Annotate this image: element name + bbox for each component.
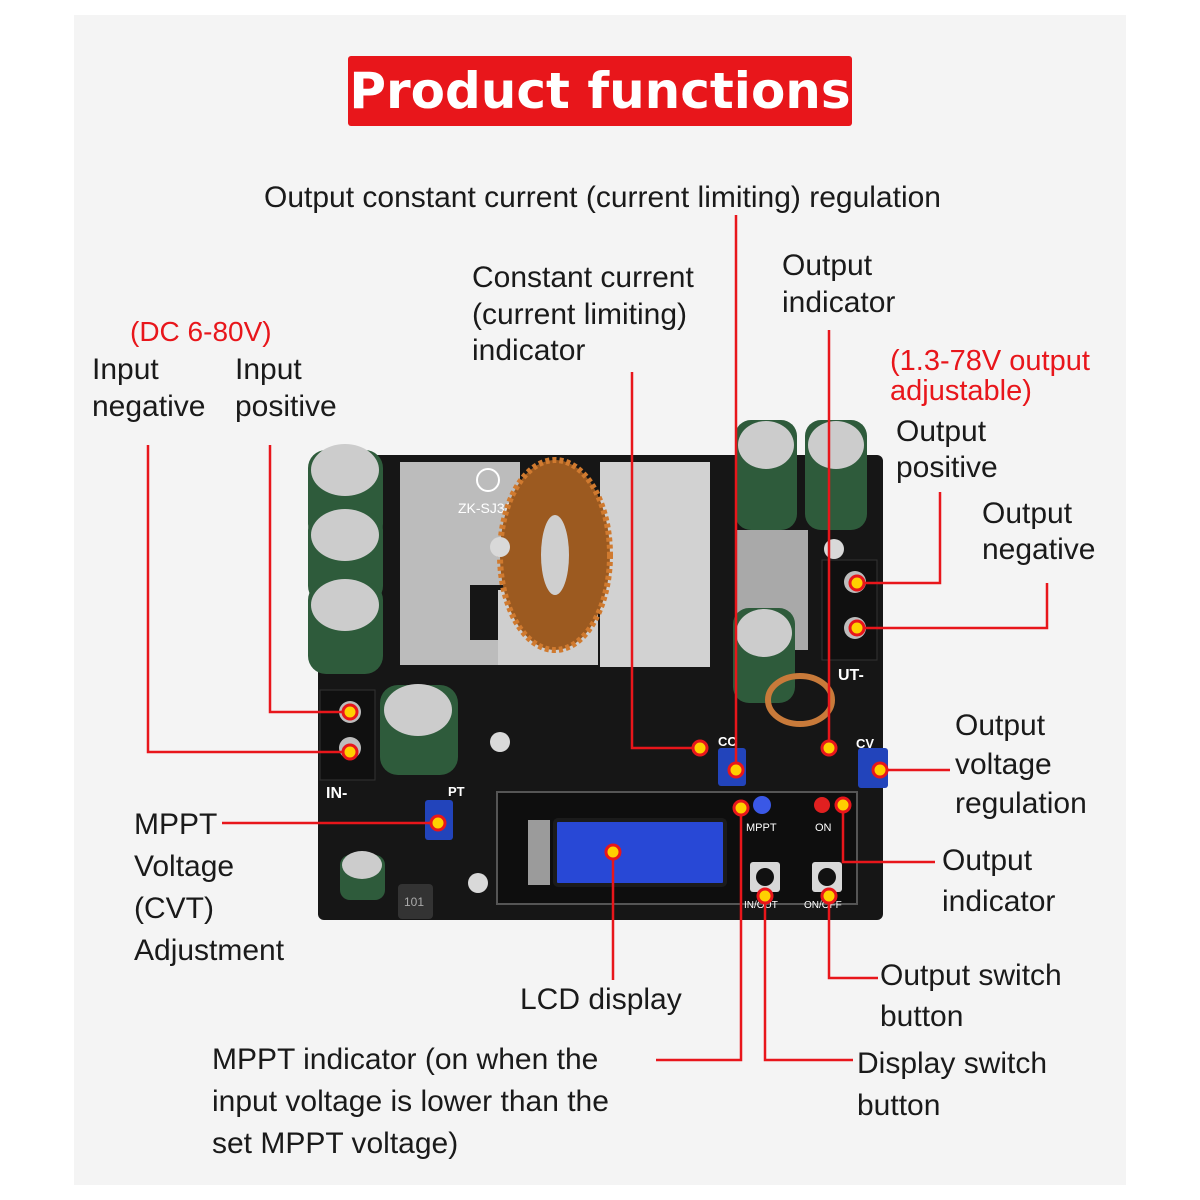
marker-input-positive [341,703,359,721]
marker-cv-pot [871,761,889,779]
page-title: Product functions [348,56,852,126]
power-inductor [398,884,433,919]
leader-lines [146,215,1049,1062]
label-output-switch: Output switch button [880,959,1062,1033]
on-marking: ON [815,822,832,834]
pt-marking: PT [448,784,465,799]
leader-cc-indicator [630,372,698,750]
marker-dots [341,574,889,905]
mounting-screw [490,537,510,557]
label-input-range: (DC 6-80V) [130,316,272,347]
marker-cc-pot [727,761,745,779]
label-input-negative: Input negative [92,353,206,423]
label-output-positive: Output positive [896,415,998,484]
leader-mppt-indicator [656,808,743,1062]
inductor-marking: 101 [404,895,424,909]
on-off-marking: ON/OFF [804,900,842,911]
label-output-indicator-bottom: Output indicator [942,844,1056,918]
mounting-screw [490,732,510,752]
brand-logo [476,468,500,492]
in-out-marking: IN/OUT [744,900,778,911]
label-lcd: LCD display [520,983,682,1016]
mppt-led [753,796,771,814]
label-mppt-adjust: MPPT Voltage (CVT) Adjustment [134,808,285,967]
marker-mppt-led [732,799,750,817]
leader-output-positive [857,492,942,585]
label-voltage-regulation: Output voltage regulation [955,709,1087,820]
label-input-positive: Input positive [235,353,337,423]
marker-output-led-bottom [834,796,852,814]
mounting-screw [824,539,844,559]
leader-input-positive [268,445,350,714]
marker-output-switch [820,887,838,905]
leader-output-switch [827,896,878,980]
leader-display-switch [763,896,853,1062]
leader-output-indicator-bottom [841,805,935,864]
left-heatsink [400,462,520,665]
mounting-screw [468,873,488,893]
leader-input-negative [146,445,350,754]
mppt-marking: MPPT [746,822,777,834]
cv-marking: CV [856,736,874,751]
marker-cc-led [691,739,709,757]
marker-display-switch [756,887,774,905]
out-minus-marking: UT- [838,667,864,684]
marker-output-negative [848,619,866,637]
label-output-range: (1.3-78V output adjustable) [890,345,1090,408]
marker-lcd [604,843,622,861]
marker-mppt-pot [429,814,447,832]
label-output-negative: Output negative [982,497,1096,566]
marker-output-led-top [820,739,838,757]
model-marking: ZK-SJ3( [458,500,510,516]
on-led [814,797,830,813]
output-coil [765,673,835,727]
marker-output-positive [848,574,866,592]
marker-input-negative [341,743,359,761]
label-mppt-indicator: MPPT indicator (on when the input voltag… [212,1043,609,1160]
lcd-screen [553,818,727,887]
label-cc-regulation: Output constant current (current limitin… [264,181,941,214]
right-heatsink [600,462,710,667]
label-cc-indicator: Constant current (current limiting) indi… [472,261,694,368]
label-display-switch: Display switch button [857,1047,1048,1122]
cc-marking: CC [718,734,737,749]
label-output-indicator-top: Output indicator [782,249,896,319]
leader-output-negative [857,583,1049,630]
in-minus-marking: IN- [326,785,347,802]
